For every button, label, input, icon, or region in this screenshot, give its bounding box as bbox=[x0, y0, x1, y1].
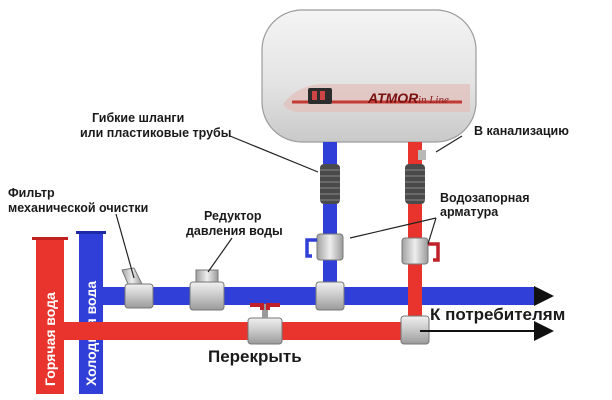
filter-label-line2: механической очистки bbox=[8, 201, 148, 215]
consumers-label: К потребителям bbox=[430, 305, 565, 324]
cold-heater-pipe-upper bbox=[323, 142, 337, 164]
mechanical-filter bbox=[121, 267, 154, 309]
hot-riser-label: Горячая вода bbox=[42, 292, 58, 386]
hot-main-pipe bbox=[56, 322, 420, 340]
labels: Гибкие шланги или пластиковые трубы В ка… bbox=[8, 111, 569, 366]
drain-label: В канализацию bbox=[474, 124, 569, 138]
hot-shutoff-valve bbox=[401, 237, 440, 265]
flow-arrows bbox=[420, 286, 554, 341]
cold-shutoff-valve bbox=[305, 233, 344, 261]
reducer-label-line1: Редуктор bbox=[204, 209, 262, 223]
hot-riser bbox=[36, 238, 64, 394]
heater-brand: ATMOR bbox=[367, 90, 419, 106]
hot-heater-pipe-lower bbox=[408, 204, 422, 329]
drain-outlet bbox=[418, 150, 426, 160]
heater-supply-pipes bbox=[320, 142, 426, 329]
shutoff-label-line1: Водозапорная bbox=[440, 191, 530, 205]
water-heater: ATMOR in Line bbox=[261, 9, 477, 143]
reducer-label-line2: давления воды bbox=[186, 224, 283, 238]
leader-lines bbox=[115, 135, 463, 279]
close-valve bbox=[247, 303, 283, 345]
cold-tee-fitting bbox=[315, 281, 345, 311]
hoses-label-line1: Гибкие шланги bbox=[92, 111, 184, 125]
riser-pipes: Горячая вода Холодная вода bbox=[32, 231, 106, 394]
hoses-label-line2: или пластиковые трубы bbox=[80, 126, 231, 140]
fittings bbox=[121, 233, 440, 345]
filter-label-line1: Фильтр bbox=[8, 186, 55, 200]
close-label: Перекрыть bbox=[208, 347, 302, 366]
heater-model: in Line bbox=[418, 94, 449, 106]
shutoff-label-line2: арматура bbox=[440, 205, 499, 219]
pressure-reducer bbox=[189, 269, 225, 311]
cold-riser bbox=[79, 232, 103, 394]
